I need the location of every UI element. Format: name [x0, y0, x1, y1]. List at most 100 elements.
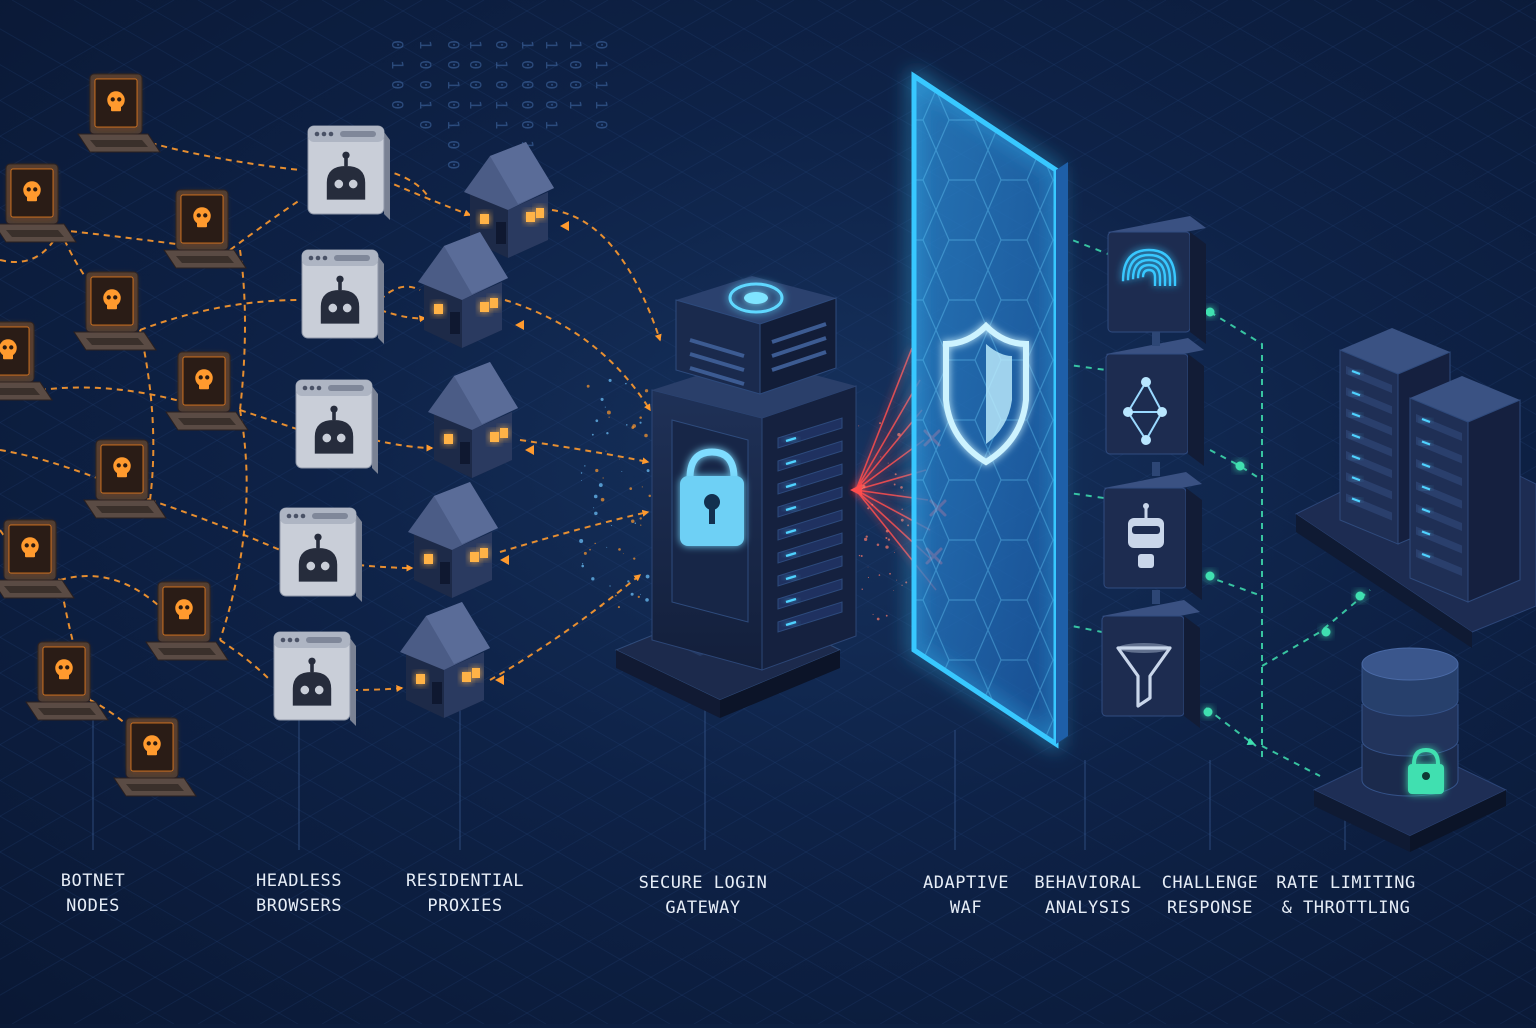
browser-addressbar — [312, 513, 348, 519]
label-botnet-nodes: BOTNET NODES — [3, 869, 183, 919]
defense-node — [1206, 308, 1215, 317]
label-rate-limiting: RATE LIMITING & THROTTLING — [1256, 871, 1436, 921]
robot-head-icon — [293, 672, 331, 706]
house-window — [480, 214, 489, 224]
skull-eye — [31, 543, 35, 547]
attack-link — [240, 250, 245, 410]
robot-antenna-tip — [1143, 503, 1149, 509]
particle — [606, 432, 608, 434]
particle — [611, 525, 612, 526]
robot-head-icon — [321, 290, 359, 324]
skull-jaw — [199, 383, 209, 389]
robot-eye — [300, 686, 309, 695]
browser-side — [372, 386, 378, 474]
particle — [618, 606, 620, 608]
binary-digit: 0 — [566, 60, 585, 70]
attack-link — [150, 500, 280, 550]
laptop-keyboard — [178, 418, 236, 425]
filter-module — [1102, 600, 1200, 728]
particle — [579, 539, 583, 543]
particle — [593, 507, 594, 508]
particle — [594, 512, 597, 515]
browser-dot — [323, 256, 328, 261]
skull-eye — [117, 97, 121, 101]
particle — [903, 491, 904, 492]
botnet-node — [0, 164, 76, 242]
particle — [907, 524, 909, 526]
particle — [901, 519, 904, 522]
attack-arrowhead — [560, 221, 569, 231]
robot-head-icon — [327, 166, 365, 200]
laptop-keyboard — [126, 784, 184, 791]
particle — [644, 434, 648, 438]
robot-eye — [315, 686, 324, 695]
headless-browser — [296, 380, 378, 474]
binary-digit: 0 — [388, 40, 407, 50]
laptop-keyboard — [90, 140, 148, 147]
house-window — [500, 428, 508, 438]
label-residential-proxies: RESIDENTIAL PROXIES — [375, 869, 555, 919]
browser-dot — [310, 386, 315, 391]
binary-digit: 0 — [592, 40, 611, 50]
robot-eye — [322, 434, 331, 443]
particle — [879, 574, 881, 576]
binary-digit: 0 — [542, 80, 561, 90]
headless-browser — [280, 508, 362, 602]
binary-digit: 0 — [566, 80, 585, 90]
binary-digit: 0 — [466, 60, 485, 70]
browser-dot — [294, 514, 299, 519]
skull-eye — [113, 295, 117, 299]
particle — [601, 398, 604, 401]
attack-link — [384, 170, 430, 200]
residential-proxies — [400, 142, 554, 718]
particle — [858, 425, 859, 426]
module-face — [1108, 232, 1190, 332]
botnet-node — [74, 272, 156, 350]
analysis-module — [1106, 338, 1204, 466]
particle — [649, 495, 651, 497]
skull-jaw — [111, 105, 121, 111]
browser-addressbar — [306, 637, 342, 643]
laptop-keyboard — [38, 708, 96, 715]
attack-link — [240, 410, 300, 430]
binary-digit: 1 — [592, 80, 611, 90]
browser-dot — [329, 132, 334, 137]
defense-link — [1062, 236, 1108, 254]
particle — [618, 548, 621, 551]
residential-house — [408, 482, 498, 598]
particle — [885, 537, 887, 539]
skull-eye — [185, 605, 189, 609]
funnel-top — [1118, 643, 1170, 653]
skull-jaw — [197, 221, 207, 227]
attack-arrow — [505, 300, 650, 410]
particle — [638, 596, 640, 598]
particle — [877, 618, 880, 621]
particle — [873, 614, 874, 615]
browser-side — [350, 638, 356, 726]
laptop-keyboard — [0, 388, 40, 395]
particle — [894, 484, 896, 486]
particle — [902, 509, 903, 510]
robot-antenna-tip — [336, 276, 343, 283]
particle — [584, 552, 587, 555]
browser-side — [356, 514, 362, 602]
particle — [901, 585, 902, 586]
particle — [627, 580, 629, 582]
binary-digit: 0 — [444, 160, 463, 170]
particle — [868, 577, 869, 578]
module-side — [1184, 616, 1200, 728]
defense-modules — [1102, 216, 1206, 728]
defense-link — [1262, 590, 1370, 666]
attack-link — [140, 140, 300, 170]
particle — [581, 565, 584, 568]
defense-link — [1210, 312, 1262, 760]
house-window — [462, 672, 471, 682]
binary-digit: 0 — [518, 80, 537, 90]
browser-addressbar — [340, 131, 376, 137]
botnet-node — [114, 718, 196, 796]
binary-digit: 1 — [466, 40, 485, 50]
particle — [594, 495, 598, 499]
particle — [864, 538, 867, 541]
robot-head-icon — [315, 420, 353, 454]
robot-eye — [328, 304, 337, 313]
